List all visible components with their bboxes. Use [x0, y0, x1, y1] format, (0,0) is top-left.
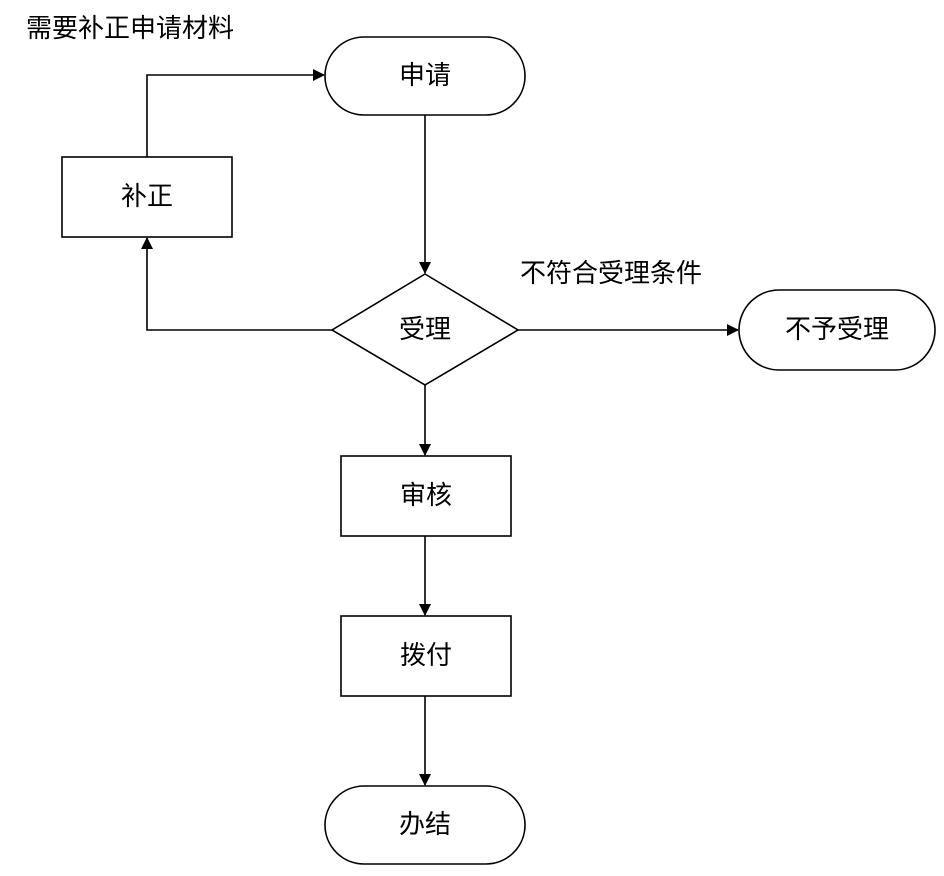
node-review-label: 审核: [400, 481, 452, 511]
node-review: 审核: [340, 455, 512, 537]
node-disburse-label: 拨付: [400, 641, 452, 671]
node-apply-label: 申请: [399, 61, 451, 91]
edge-correct-to-apply: [146, 69, 325, 157]
node-reject-label: 不予受理: [785, 315, 889, 345]
node-finish-label: 办结: [399, 810, 451, 840]
edge-label-to-reject: 不符合受理条件: [520, 259, 702, 289]
node-accept-label: 受理: [399, 315, 451, 345]
edge-accept-to-correct: [141, 237, 332, 331]
node-reject: 不予受理: [738, 289, 936, 371]
node-finish: 办结: [324, 785, 526, 865]
node-accept: 受理: [330, 273, 520, 386]
node-disburse: 拨付: [340, 615, 512, 697]
node-correct-label: 补正: [121, 182, 173, 212]
node-apply: 申请: [324, 36, 526, 116]
edge-label-to-correct: 需要补正申请材料: [26, 14, 234, 44]
node-correct: 补正: [61, 156, 233, 238]
